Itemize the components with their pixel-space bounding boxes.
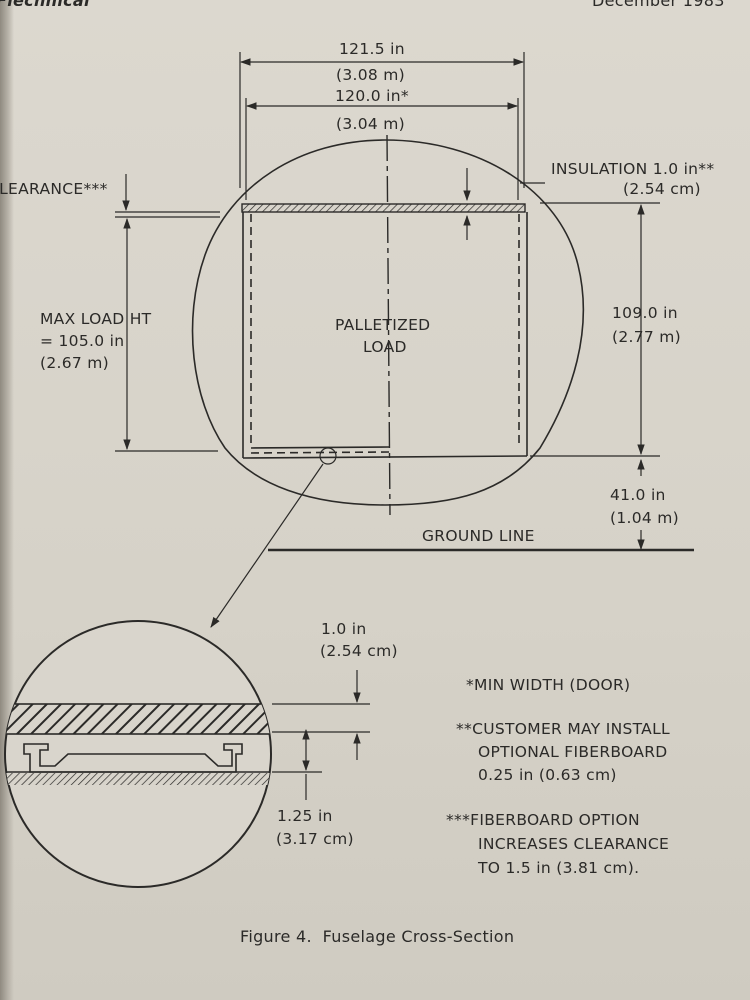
detail-pallet-rail bbox=[23, 743, 243, 773]
cargo-height-label: 109.0 in bbox=[612, 304, 678, 322]
note-customer-line3: 0.25 in (0.63 cm) bbox=[478, 766, 617, 784]
note-customer-line1: **CUSTOMER MAY INSTALL bbox=[456, 720, 670, 738]
max-load-label-line1: MAX LOAD HT bbox=[40, 310, 152, 328]
detail-bottom-dim-metric-label: (3.17 cm) bbox=[276, 830, 354, 848]
detail-callout-circle bbox=[319, 447, 337, 465]
floor-detail-view bbox=[4, 620, 370, 888]
note-fiberboard-line2: INCREASES CLEARANCE bbox=[478, 835, 669, 853]
insulation-label: INSULATION 1.0 in** bbox=[551, 160, 714, 178]
inner-width-label: 120.0 in* bbox=[335, 87, 409, 105]
floor-line bbox=[242, 455, 528, 459]
cargo-label-line2: LOAD bbox=[363, 338, 407, 356]
ground-clearance-metric-label: (1.04 m) bbox=[610, 509, 679, 527]
figure-caption: Figure 4. Fuselage Cross-Section bbox=[240, 927, 514, 946]
outer-width-metric-label: (3.08 m) bbox=[336, 66, 405, 84]
pallet-rails-dashed bbox=[250, 451, 390, 454]
detail-bottom-dim-label: 1.25 in bbox=[277, 807, 333, 825]
detail-floor-panel bbox=[5, 703, 271, 735]
ceiling-insulation bbox=[241, 203, 526, 213]
note-customer-line2: OPTIONAL FIBERBOARD bbox=[478, 743, 668, 761]
max-load-label-line3: (2.67 m) bbox=[40, 354, 109, 372]
cargo-height-metric-label: (2.77 m) bbox=[612, 328, 681, 346]
running-header-left: Flechnical bbox=[0, 0, 90, 10]
note-fiberboard-line3: TO 1.5 in (3.81 cm). bbox=[477, 859, 639, 877]
detail-top-dim-label: 1.0 in bbox=[321, 620, 367, 638]
detail-leader-arrow bbox=[210, 463, 324, 628]
running-header-right: December 1983 bbox=[592, 0, 725, 10]
inner-width-metric-label: (3.04 m) bbox=[336, 115, 405, 133]
detail-subfloor-hatch bbox=[5, 773, 271, 785]
insulation-metric-label: (2.54 cm) bbox=[623, 180, 701, 198]
outer-width-label: 121.5 in bbox=[339, 40, 405, 58]
vertical-center-line bbox=[386, 134, 391, 516]
note-min-width: *MIN WIDTH (DOOR) bbox=[466, 676, 630, 694]
fuselage-outline bbox=[191, 139, 585, 506]
detail-top-dim-metric-label: (2.54 cm) bbox=[320, 642, 398, 660]
note-fiberboard-line1: ***FIBERBOARD OPTION bbox=[446, 811, 640, 829]
ground-clearance-label: 41.0 in bbox=[610, 486, 666, 504]
max-load-label-line2: = 105.0 in bbox=[40, 332, 124, 350]
clearance-label: CLEARANCE*** bbox=[0, 180, 108, 198]
ground-line-label: GROUND LINE bbox=[422, 527, 535, 545]
pallet-top-line bbox=[250, 446, 390, 449]
cargo-label-line1: PALLETIZED bbox=[335, 316, 430, 334]
